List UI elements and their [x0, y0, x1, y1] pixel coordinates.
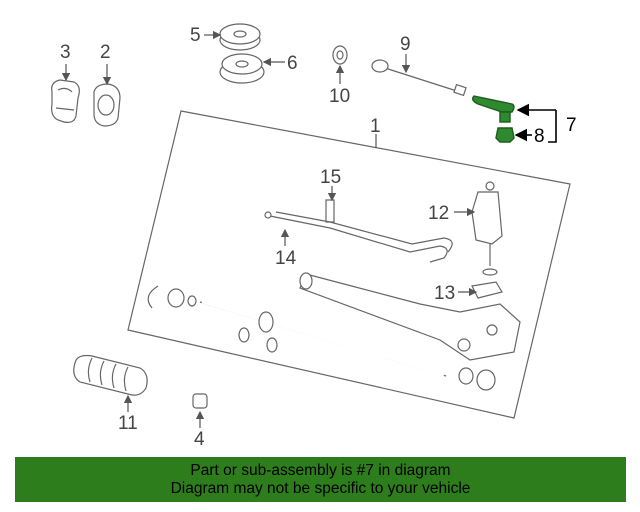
- callout-12: 12: [428, 203, 449, 224]
- callout-1: 1: [370, 116, 381, 137]
- callout-4: 4: [194, 429, 205, 450]
- banner-line-2: Diagram may not be specific to your vehi…: [170, 479, 471, 497]
- callout-11: 11: [118, 413, 138, 434]
- callout-2: 2: [100, 42, 111, 63]
- mount-part-6[interactable]: [219, 53, 265, 84]
- callout-3: 3: [60, 42, 71, 63]
- notice-banner: Part or sub-assembly is #7 in diagram Di…: [15, 457, 626, 502]
- callout-14: 14: [275, 248, 297, 269]
- valve-part-12[interactable]: [471, 181, 503, 266]
- callout-9: 9: [400, 34, 411, 55]
- rack-shaft[interactable]: [199, 300, 496, 391]
- seal-ring[interactable]: [147, 285, 197, 309]
- gasket-part-13[interactable]: [471, 268, 503, 299]
- pipe-part-14[interactable]: [264, 211, 453, 263]
- boot-part-11[interactable]: [73, 354, 148, 396]
- callout-15: 15: [320, 167, 341, 188]
- callout-8: 8: [534, 126, 545, 147]
- callout-6: 6: [287, 53, 298, 74]
- bushing-part-2[interactable]: [93, 83, 121, 127]
- callout-5: 5: [190, 25, 201, 46]
- parts-diagram: 3 2 5 6 9 10 1 7 8 15 12 14 13 11 4: [51, 23, 577, 450]
- assembly-panel: [127, 110, 571, 419]
- banner-line-1: Part or sub-assembly is #7 in diagram: [190, 461, 451, 479]
- callout-7: 7: [566, 115, 577, 136]
- callout-10: 10: [329, 86, 350, 107]
- bracket-part-3[interactable]: [51, 79, 80, 123]
- callout-13: 13: [434, 283, 455, 304]
- rack-housing[interactable]: [299, 272, 521, 361]
- washer-part-10[interactable]: [332, 45, 348, 65]
- mount-part-5[interactable]: [219, 23, 261, 51]
- bushing-part-4[interactable]: [192, 393, 208, 409]
- tie-rod-end-part-7[interactable]: [471, 95, 515, 123]
- fitting-part-15[interactable]: [325, 199, 335, 223]
- tie-rod-part-9[interactable]: [371, 59, 467, 97]
- nut-part-8[interactable]: [495, 127, 515, 143]
